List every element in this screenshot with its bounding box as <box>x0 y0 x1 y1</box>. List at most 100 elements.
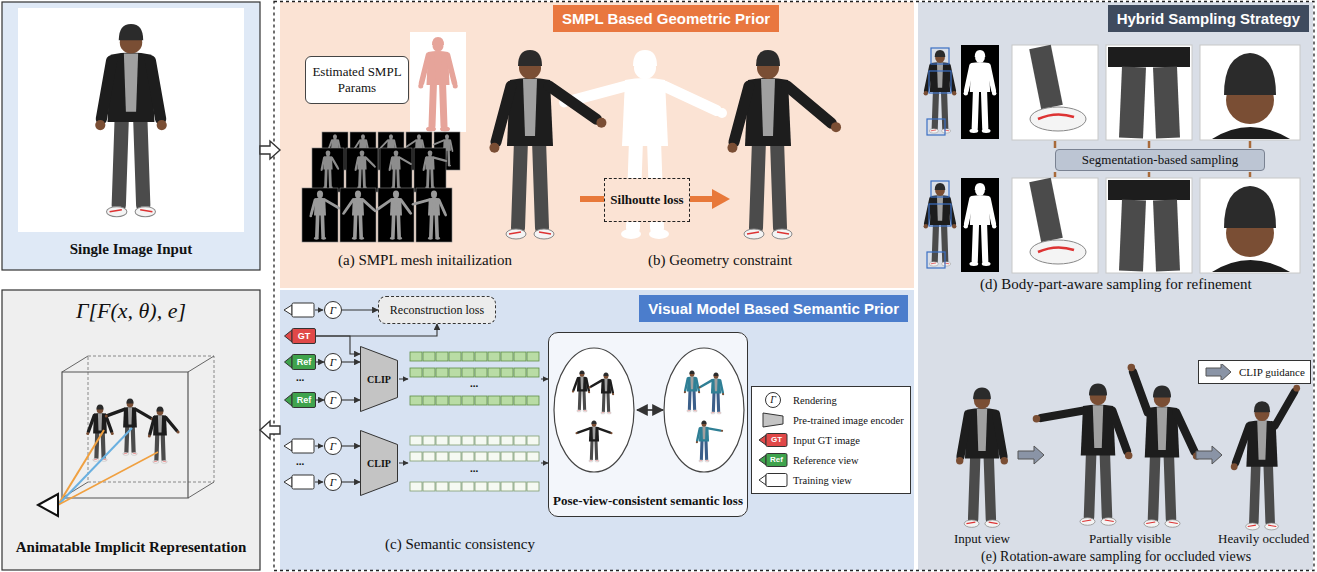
hoodie <box>356 198 360 213</box>
arm <box>570 86 626 101</box>
feature-cell <box>423 452 435 461</box>
camera-tag: Ref <box>284 354 316 370</box>
person-figure <box>964 183 997 266</box>
shoe <box>705 460 709 462</box>
part-box <box>931 48 949 64</box>
shoe <box>93 458 99 461</box>
feature-bar <box>410 482 539 491</box>
leg <box>973 454 975 519</box>
leg <box>692 390 696 409</box>
person-figure <box>376 191 412 240</box>
arm <box>996 414 1003 456</box>
hand <box>924 224 928 228</box>
feature-cell <box>423 368 435 377</box>
feature-cell <box>527 396 539 405</box>
render-sample <box>766 393 781 408</box>
feature-arrow <box>541 463 548 464</box>
shoe-mark <box>1146 522 1155 524</box>
arm <box>435 140 444 144</box>
leg <box>935 89 936 128</box>
shoe-mark <box>718 412 721 413</box>
beanie <box>326 150 331 153</box>
arm <box>697 428 700 440</box>
feature-arrow <box>399 379 408 380</box>
shoe-mark <box>747 232 759 234</box>
feature-cell <box>527 482 539 491</box>
hoodie <box>98 413 102 430</box>
hand <box>952 91 956 95</box>
arm <box>379 200 391 209</box>
person-figure <box>342 191 376 240</box>
person-figure <box>412 191 447 240</box>
leg <box>1153 453 1155 519</box>
label-slot: Partially visible <box>1089 532 1171 547</box>
arm <box>322 158 324 169</box>
leg <box>435 214 439 237</box>
leg <box>396 168 399 186</box>
hoodie <box>1093 405 1104 448</box>
node-text: CLIP <box>367 374 391 385</box>
beanie <box>431 191 437 195</box>
shoe-mark <box>966 522 975 523</box>
shoe <box>123 452 129 455</box>
legend-text: Reference view <box>793 455 859 466</box>
hand <box>588 391 590 393</box>
node-text: Pose-view-consistent semantic loss <box>553 493 743 509</box>
process-box: Silhoutte loss <box>604 178 690 222</box>
hand <box>444 214 447 217</box>
shoe <box>687 410 691 412</box>
feature-cell <box>501 352 513 361</box>
feature-cell <box>514 368 526 377</box>
shoe-mark <box>608 412 611 413</box>
person-figure <box>105 399 154 456</box>
shoe <box>744 229 764 239</box>
arm <box>591 380 602 386</box>
guidance-arrow <box>1196 446 1222 464</box>
beanie <box>603 372 608 376</box>
hand <box>596 118 606 128</box>
hand <box>389 169 391 171</box>
feature-cell <box>462 482 474 491</box>
hand <box>445 160 447 162</box>
person-figure <box>727 50 841 239</box>
arm <box>325 200 338 208</box>
legend-item: ΓRendering <box>758 390 904 410</box>
shoe <box>929 129 938 133</box>
legend-box: ΓRenderingPre-trained image encoderGTInp… <box>751 386 911 494</box>
arm <box>434 158 445 161</box>
label-slot: Heavily occluded <box>1218 532 1309 547</box>
hand <box>86 432 89 435</box>
feature-cell <box>475 352 487 361</box>
shoe-mark <box>1105 520 1114 522</box>
legend-sample <box>758 472 788 488</box>
hoodie <box>638 79 652 136</box>
caption: (a) SMPL mesh initailization <box>338 252 512 269</box>
arm <box>401 200 410 212</box>
sampling-link <box>1054 172 1057 177</box>
sampling-link <box>1249 141 1252 148</box>
arm <box>787 86 831 123</box>
arm <box>390 158 392 169</box>
connector <box>342 361 360 362</box>
camera-lens <box>284 441 292 451</box>
crop-frame <box>1200 45 1300 140</box>
shoe-mark <box>596 460 599 461</box>
feature-cell <box>423 352 435 361</box>
connector <box>342 481 360 482</box>
hand <box>952 224 956 228</box>
feature-cell <box>501 396 513 405</box>
label-slot: (c) Semantic consistency <box>385 536 535 553</box>
leg <box>430 168 433 186</box>
leg <box>429 214 433 237</box>
leg <box>700 440 704 459</box>
shoe-mark <box>584 410 587 411</box>
leg <box>975 222 976 261</box>
hand <box>964 91 968 95</box>
ellipsis: ... <box>296 371 304 384</box>
view-label: Input view <box>954 532 1010 547</box>
leg <box>688 390 692 409</box>
render-circle: Γ <box>324 437 342 455</box>
leg <box>989 454 991 519</box>
shoe-mark <box>777 232 789 234</box>
camera-icon <box>38 494 58 516</box>
